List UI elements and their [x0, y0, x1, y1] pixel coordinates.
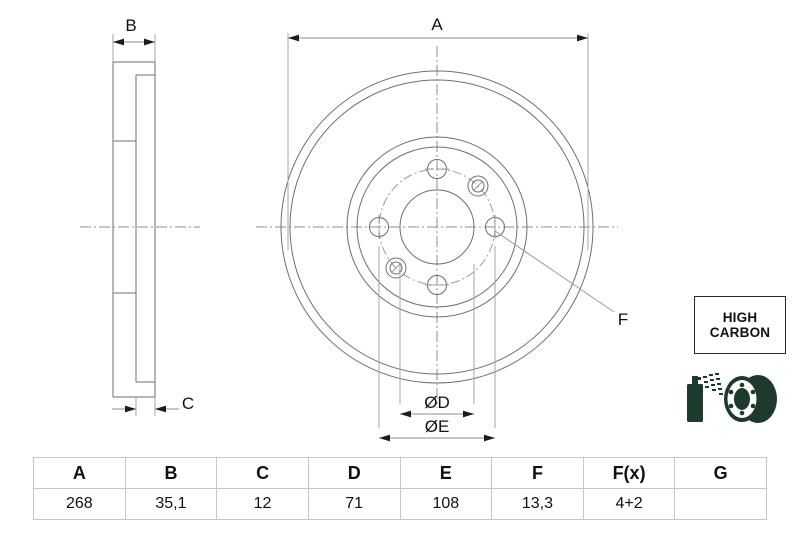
table-header-g: G: [674, 457, 767, 489]
badge-line-2: CARBON: [709, 325, 771, 340]
coating-pictogram: [684, 372, 780, 424]
dimension-label-b: B: [125, 16, 136, 35]
dimension-label-a: A: [431, 15, 443, 34]
table-header-fx: F(x): [582, 457, 676, 489]
table-value-e: 108: [399, 488, 493, 520]
disc-outer-circle: [280, 70, 594, 384]
table-header-a: A: [33, 457, 126, 489]
disc-bolt-hole-lower-left: [728, 403, 734, 409]
table-value-fx: 4+2: [582, 488, 676, 520]
table-header-row: A B C D E F F(x) G: [33, 457, 767, 489]
dimension-label-e: ØE: [425, 417, 450, 436]
spray-mist: [703, 373, 723, 395]
disc-bolt-hole-upper-right: [750, 389, 756, 395]
table-value-g: [674, 488, 767, 520]
disc-bolt-hole-bottom: [739, 410, 745, 416]
spray-can-nozzle: [692, 376, 698, 384]
table-value-d: 71: [307, 488, 401, 520]
disc-bolt-hole-upper-left: [728, 389, 734, 395]
front-view: A ØD ØE F: [256, 15, 628, 442]
dimension-table: A B C D E F F(x) G 268 35,1 12 71 108 13…: [33, 457, 767, 520]
table-header-e: E: [399, 457, 493, 489]
extra-hole-lower-left: [385, 257, 407, 279]
hub-second-circle: [356, 146, 518, 308]
disc-hub: [734, 388, 750, 410]
table-value-c: 12: [216, 488, 309, 520]
table-value-a: 268: [33, 488, 126, 520]
spray-can-tip: [697, 377, 701, 380]
table-value-f: 13,3: [491, 488, 584, 520]
dimension-label-d: ØD: [424, 393, 450, 412]
table-value-row: 268 35,1 12 71 108 13,3 4+2: [33, 488, 767, 520]
table-header-c: C: [216, 457, 309, 489]
spray-can-body: [687, 384, 703, 422]
table-header-d: D: [307, 457, 401, 489]
table-value-b: 35,1: [124, 488, 218, 520]
extra-hole-upper-right: [467, 175, 489, 197]
high-carbon-badge: HIGH CARBON: [694, 296, 786, 354]
table-header-f: F: [491, 457, 584, 489]
hub-outer-circle: [346, 136, 528, 318]
dimension-label-f: F: [618, 310, 628, 329]
dimension-label-c: C: [182, 394, 194, 413]
centre-bore-circle: [399, 189, 475, 265]
disc-bolt-hole-top: [739, 382, 745, 388]
badge-line-1: HIGH: [722, 309, 758, 325]
disc-friction-ring-inner-circle: [289, 79, 585, 375]
table-header-b: B: [124, 457, 218, 489]
coating-spray-disc-icon: [687, 373, 777, 423]
side-section-view: B C: [80, 16, 200, 416]
disc-bolt-hole-lower-right: [750, 403, 756, 409]
f-leader-line: [494, 230, 615, 313]
